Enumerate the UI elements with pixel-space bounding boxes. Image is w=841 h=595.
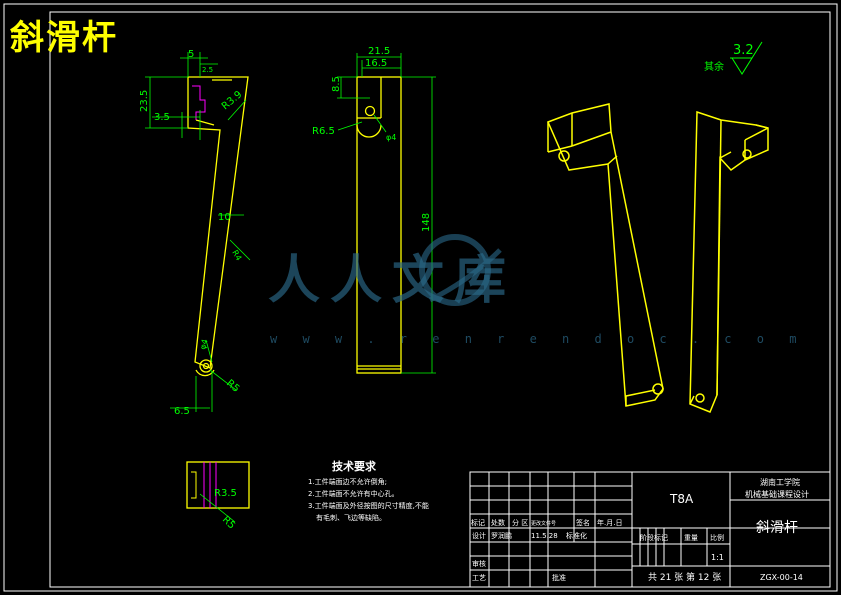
- header-doc: 更改文件号: [531, 520, 556, 527]
- outer-frame: [3, 3, 838, 592]
- scale-value: 1:1: [711, 553, 724, 562]
- school-name: 湖南工学院: [760, 477, 800, 487]
- surface-finish-value: 3.2: [733, 43, 754, 58]
- watermark-url: w w w . r e n r e n d o c . c o m: [270, 332, 806, 346]
- sheet-info: 共 21 张 第 12 张: [648, 571, 721, 583]
- dim-148: 148: [421, 213, 432, 232]
- isometric-view-left: [546, 103, 664, 407]
- standardization-label: 标准化: [566, 531, 587, 540]
- side-view-dimension-texts: 21.5 16.5 8.5 R6.5 φ4 148: [312, 46, 432, 232]
- material-label: T8A: [669, 492, 694, 506]
- dim-8-5: 8.5: [331, 76, 342, 92]
- front-view-hidden-lines: [192, 85, 206, 120]
- detail-dim-r3-5: R3.5: [214, 488, 237, 499]
- title-block: [469, 471, 831, 588]
- dim-r6-5: R6.5: [312, 126, 335, 137]
- dim-3-5: 3.5: [154, 112, 170, 123]
- dim-21-5: 21.5: [368, 46, 390, 57]
- surface-finish: 其余 3.2: [704, 41, 763, 75]
- drawing-title: 斜滑杆: [10, 18, 118, 58]
- approve-label: 批准: [552, 573, 566, 582]
- watermark-text: 人人文库: [268, 251, 517, 311]
- dim-r3-9: R3.9: [220, 89, 245, 112]
- dim-6-5: 6.5: [174, 406, 190, 417]
- dim-16-5: 16.5: [365, 58, 387, 69]
- front-view: [187, 76, 249, 377]
- tech-requirement-item: 1.工件端面边不允许倒角;: [308, 477, 387, 486]
- drawing-number: ZGX-00-14: [760, 573, 803, 582]
- header-mark: 标记: [471, 518, 485, 527]
- part-name: 斜滑杆: [756, 519, 798, 536]
- school-subtitle: 机械基础课程设计: [745, 489, 809, 499]
- tech-requirements: 技术要求 1.工件端面边不允许倒角; 2.工件端面不允许有中心孔。 3.工件端面…: [308, 459, 429, 522]
- front-view-dimension-texts: 5 2.5 3.5 23.5 R3.9 10 R4 R5 φ4 6.5: [139, 49, 244, 417]
- surface-finish-label: 其余: [704, 60, 724, 73]
- front-view-dimension-lines: [145, 52, 251, 412]
- dim-10: 10: [218, 212, 231, 223]
- stage-mark-label: 阶段标记: [640, 533, 668, 542]
- detail-view: R3.5 R5: [186, 461, 250, 532]
- process-label: 工艺: [472, 574, 486, 582]
- tech-requirement-item: 2.工件端面不允许有中心孔。: [308, 489, 399, 498]
- scale-label: 比例: [710, 533, 724, 542]
- designer-name: 罗润鹏: [491, 531, 512, 540]
- dim-23-5: 23.5: [139, 90, 150, 112]
- side-view-dimension-lines: [337, 53, 436, 374]
- header-count: 处数: [491, 518, 505, 527]
- title-block-texts: T8A 湖南工学院 机械基础课程设计 斜滑杆 ZGX-00-14 1:1 共 2…: [471, 477, 809, 583]
- dim-5: 5: [188, 49, 194, 60]
- detail-dim-r5: R5: [220, 514, 237, 531]
- tech-requirements-heading: 技术要求: [332, 459, 377, 473]
- isometric-view-right: [689, 110, 769, 413]
- dim-phi4-front: φ4: [198, 338, 209, 350]
- header-date: 年.月.日: [597, 518, 622, 527]
- header-sign: 签名: [576, 518, 590, 527]
- review-label: 审核: [472, 559, 486, 568]
- side-view: [356, 76, 402, 374]
- watermark-logo: [419, 234, 502, 306]
- dim-r5: R5: [224, 378, 241, 395]
- dim-r4: R4: [230, 249, 243, 263]
- tech-requirement-item: 有毛刺、飞边等缺陷。: [316, 513, 386, 522]
- design-label: 设计: [472, 531, 486, 540]
- design-date: 11.5.28: [531, 532, 558, 540]
- weight-label: 重量: [684, 534, 698, 542]
- dim-2-5: 2.5: [202, 66, 213, 74]
- header-zone: 分 区: [512, 518, 528, 527]
- dim-phi4-side: φ4: [386, 133, 396, 142]
- inner-frame: [49, 11, 831, 588]
- tech-requirement-item: 3.工件端面及外径按图的尺寸精度,不能: [308, 501, 429, 510]
